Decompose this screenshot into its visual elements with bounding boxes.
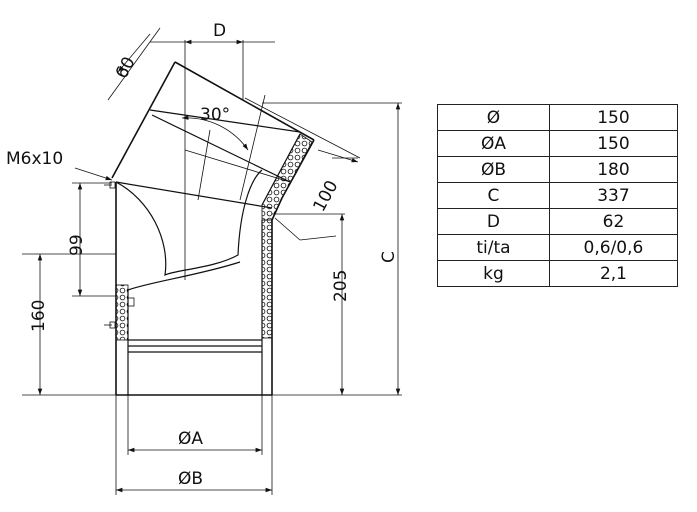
- screw-markers: [104, 181, 135, 329]
- spec-key: ØB: [437, 156, 550, 183]
- label-mid-height: 205: [331, 270, 351, 302]
- insulation-right-lower: [261, 219, 273, 339]
- spec-value: 62: [548, 208, 679, 235]
- spec-value: 150: [548, 130, 679, 157]
- spec-value: 2,1: [548, 260, 679, 287]
- spec-value: 150: [548, 104, 679, 131]
- label-diag-left: 60: [112, 54, 140, 82]
- label-screw: M6x10: [6, 149, 63, 169]
- dimension-lines: [37, 33, 401, 493]
- label-right-height: C: [379, 251, 399, 263]
- spec-key: kg: [437, 260, 550, 287]
- label-outer-dia: ØB: [178, 469, 203, 489]
- spec-value: 0,6/0,6: [548, 234, 679, 261]
- spec-key: ti/ta: [437, 234, 550, 261]
- spec-key: Ø: [437, 104, 550, 131]
- centre-lines: [22, 27, 402, 495]
- spec-value: 180: [548, 156, 679, 183]
- spec-key: C: [437, 182, 550, 209]
- spec-value: 337: [548, 182, 679, 209]
- spec-key: D: [437, 208, 550, 235]
- label-angle: 30°: [200, 105, 230, 125]
- insulation-left-lower: [115, 284, 129, 341]
- label-top-width: D: [213, 21, 226, 41]
- lower-pipe-section: [115, 182, 273, 396]
- label-left-large: 160: [29, 300, 49, 332]
- label-inner-dia: ØA: [178, 429, 203, 449]
- label-diag-right: 100: [310, 177, 343, 215]
- label-left-small: 99: [67, 234, 87, 256]
- spec-key: ØA: [437, 130, 550, 157]
